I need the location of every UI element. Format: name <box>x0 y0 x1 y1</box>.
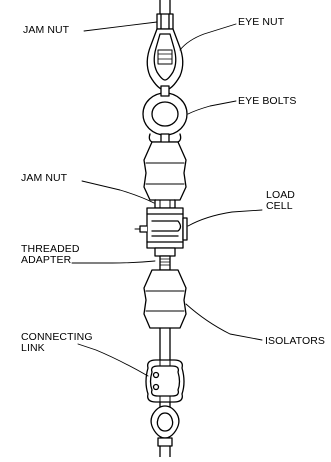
label-connecting-link: CONNECTING LINK <box>21 331 93 354</box>
label-threaded-adapter: THREADED ADAPTER <box>21 243 80 266</box>
label-isolators: ISOLATORS <box>265 335 326 347</box>
top-jam-nut <box>156 13 174 30</box>
upper-isolator <box>143 141 187 201</box>
leader-eye-bolts <box>187 100 237 115</box>
label-eye-nut: EYE NUT <box>238 16 285 28</box>
leader-threaded-adapter <box>71 260 156 264</box>
lower-eye <box>150 401 180 439</box>
threaded-adapter <box>154 247 176 271</box>
label-jam-nut-mid: JAM NUT <box>21 172 68 184</box>
eye-nut <box>146 28 184 91</box>
leader-isolators <box>185 303 263 341</box>
label-jam-nut-top: JAM NUT <box>23 24 70 36</box>
lower-isolator <box>143 269 187 329</box>
label-eye-bolts: EYE BOLTS <box>238 95 297 107</box>
bottom-cable <box>157 437 173 458</box>
label-load-cell: LOAD CELL <box>266 189 295 212</box>
connecting-link <box>145 359 185 403</box>
leader-jam-nut-top <box>83 21 158 32</box>
leader-load-cell <box>187 209 263 227</box>
middle-jam-nut <box>154 186 176 209</box>
leader-jam-nut-mid <box>81 180 155 204</box>
load-cell <box>134 207 188 249</box>
eye-bolts <box>142 85 188 145</box>
leader-lines <box>71 21 263 377</box>
leader-connecting-link <box>77 343 149 377</box>
leader-eye-nut <box>179 23 237 51</box>
top-cable <box>159 0 171 15</box>
